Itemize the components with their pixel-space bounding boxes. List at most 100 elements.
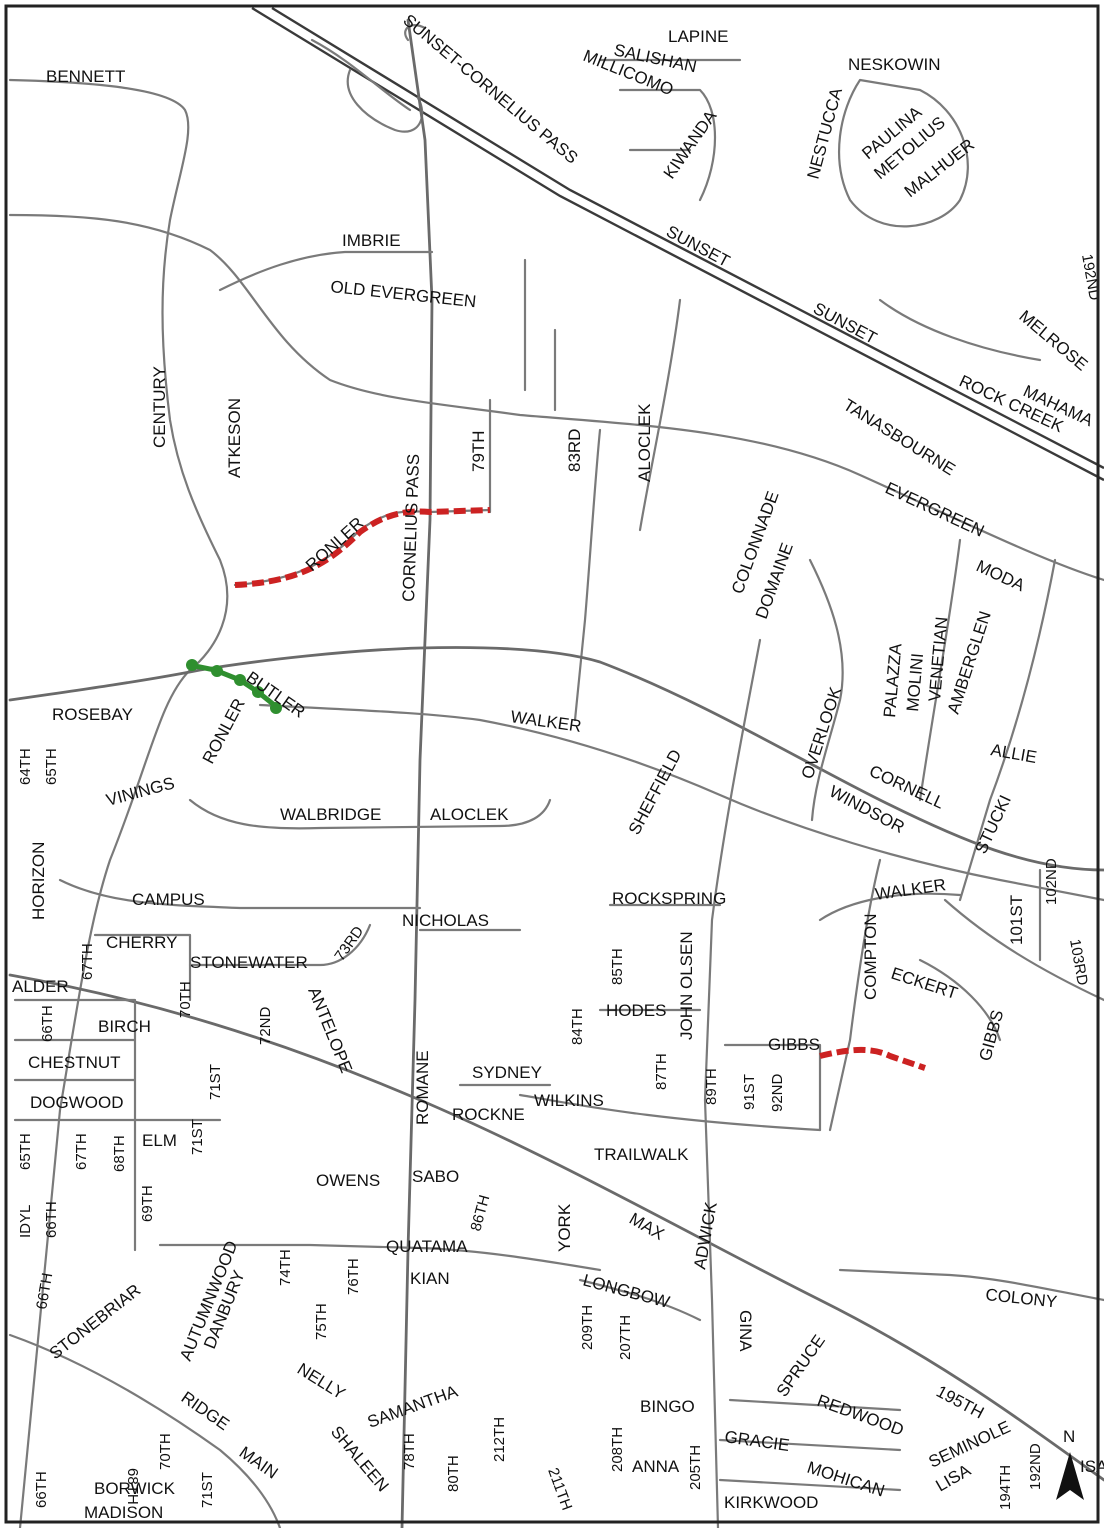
street-label: SUNSET-CORNELIUS PASS (399, 11, 581, 168)
street-label: 85TH (609, 948, 626, 985)
street-label: COMPTON (861, 913, 880, 1000)
street-label: BENNETT (46, 67, 125, 86)
street-label: CORNELIUS PASS (399, 454, 423, 603)
century-road (8, 78, 229, 1528)
street-label: 208TH (609, 1427, 626, 1472)
ridge-road (8, 1333, 282, 1528)
street-label: KIAN (410, 1269, 450, 1288)
eckert-road (918, 958, 1002, 1042)
street-label: SAMANTHA (365, 1381, 461, 1431)
street-label: 69TH (139, 1185, 156, 1222)
southwest-grid (13, 998, 222, 1252)
street-label: WALBRIDGE (280, 805, 381, 824)
street-label: MAX (626, 1209, 667, 1244)
street-label: 195TH (933, 1382, 987, 1423)
street-label: ALDER (12, 977, 69, 996)
street-label: VENETIAN (925, 616, 951, 702)
street-label: 66TH (33, 1471, 50, 1508)
street-label: 87TH (653, 1053, 670, 1090)
street-label: NICHOLAS (402, 911, 489, 930)
street-label: ROMANE (413, 1050, 432, 1125)
street-label: SUNSET (663, 222, 733, 271)
walker-south-road (258, 703, 1104, 902)
street-label: KIRKWOOD (724, 1493, 818, 1512)
overlook-road (808, 558, 844, 822)
street-label: 209TH (579, 1305, 596, 1350)
street-label: 102ND (1043, 858, 1060, 905)
proposed-segment-gibbs (819, 1046, 926, 1071)
completed-node (186, 659, 198, 671)
wilkins-road (518, 1093, 822, 1132)
imbrie-road (218, 250, 434, 292)
street-label: 89TH (703, 1068, 720, 1105)
street-label: 68TH (111, 1135, 128, 1172)
street-label: 194TH (997, 1465, 1014, 1510)
street-label: CENTURY (150, 366, 169, 448)
north-arrow: N (1056, 1427, 1084, 1500)
street-label: ECKERT (889, 964, 960, 1003)
street-label: WILKINS (534, 1091, 604, 1110)
street-label: STONEBRIAR (46, 1280, 145, 1363)
street-label: 74TH (277, 1249, 294, 1286)
east-diagonal-road (943, 898, 1104, 1002)
aloclek-north-road (523, 258, 602, 722)
highlighted-segments (186, 507, 926, 1071)
ronler-north-road (233, 508, 492, 587)
street-label: GIBBS (976, 1008, 1008, 1063)
street-label: YORK (555, 1203, 574, 1252)
street-label: 192ND (1027, 1443, 1044, 1490)
street-label: ISA (1080, 1457, 1104, 1476)
street-labels: BENNETT SUNSET-CORNELIUS PASS LAPINE SAL… (12, 11, 1104, 1522)
street-label: 70TH (157, 1433, 174, 1470)
street-label: 65TH (43, 748, 60, 785)
freeway-south-lane (271, 6, 1104, 470)
aloclek-road-n (638, 298, 682, 532)
cherry-road (93, 933, 192, 1002)
street-label: QUATAMA (386, 1237, 468, 1256)
colony-road (838, 1268, 1104, 1302)
street-label: STONEWATER (190, 953, 308, 972)
street-label: ALOCLEK (430, 805, 509, 824)
street-label: 73RD (331, 923, 367, 964)
street-label: SABO (412, 1167, 459, 1186)
street-label: SEMINOLE (926, 1417, 1014, 1471)
street-label: RONLER (199, 695, 249, 766)
street-label: 101ST (1007, 895, 1026, 945)
street-label: MODA (973, 556, 1028, 595)
completed-node (270, 702, 282, 714)
street-label: HODES (606, 1001, 666, 1020)
cornelius-pass-road (400, 18, 434, 1528)
street-label: WALKER (509, 707, 582, 736)
street-label: 67TH (79, 943, 96, 980)
walker-east-road (818, 892, 962, 922)
neighborhood-north (598, 58, 742, 202)
street-label: ROSEBAY (52, 705, 133, 724)
street-label: AMBERGLEN (944, 609, 995, 716)
south-grid (718, 1398, 902, 1492)
street-label: ROCKSPRING (612, 889, 726, 908)
stonewater-road (188, 923, 372, 967)
street-label: WALKER (874, 875, 947, 904)
street-label: GINA (736, 1310, 755, 1352)
interchange-loop (346, 68, 424, 133)
street-label: TRAILWALK (594, 1145, 689, 1164)
street-label: 212TH (491, 1417, 508, 1462)
street-label: 64TH (17, 748, 34, 785)
street-label: CHESTNUT (28, 1053, 121, 1072)
gibbs-road (723, 1043, 822, 1132)
street-label: LAPINE (668, 27, 728, 46)
freeway-north-lane (251, 6, 1104, 482)
freeway-frontage (310, 38, 412, 112)
sunset-road-ne (878, 298, 1042, 362)
neighborhood-ne (838, 78, 969, 228)
street-label: STUCKI (971, 792, 1015, 857)
map-frame (4, 4, 1100, 1524)
street-label: SHALEEN (327, 1422, 393, 1495)
street-label: MELROSE (1015, 307, 1091, 375)
street-label: ANNA (632, 1457, 680, 1476)
street-label: BIRCH (98, 1017, 151, 1036)
amberglen-road (918, 538, 962, 802)
street-label: ATKESON (225, 398, 244, 478)
